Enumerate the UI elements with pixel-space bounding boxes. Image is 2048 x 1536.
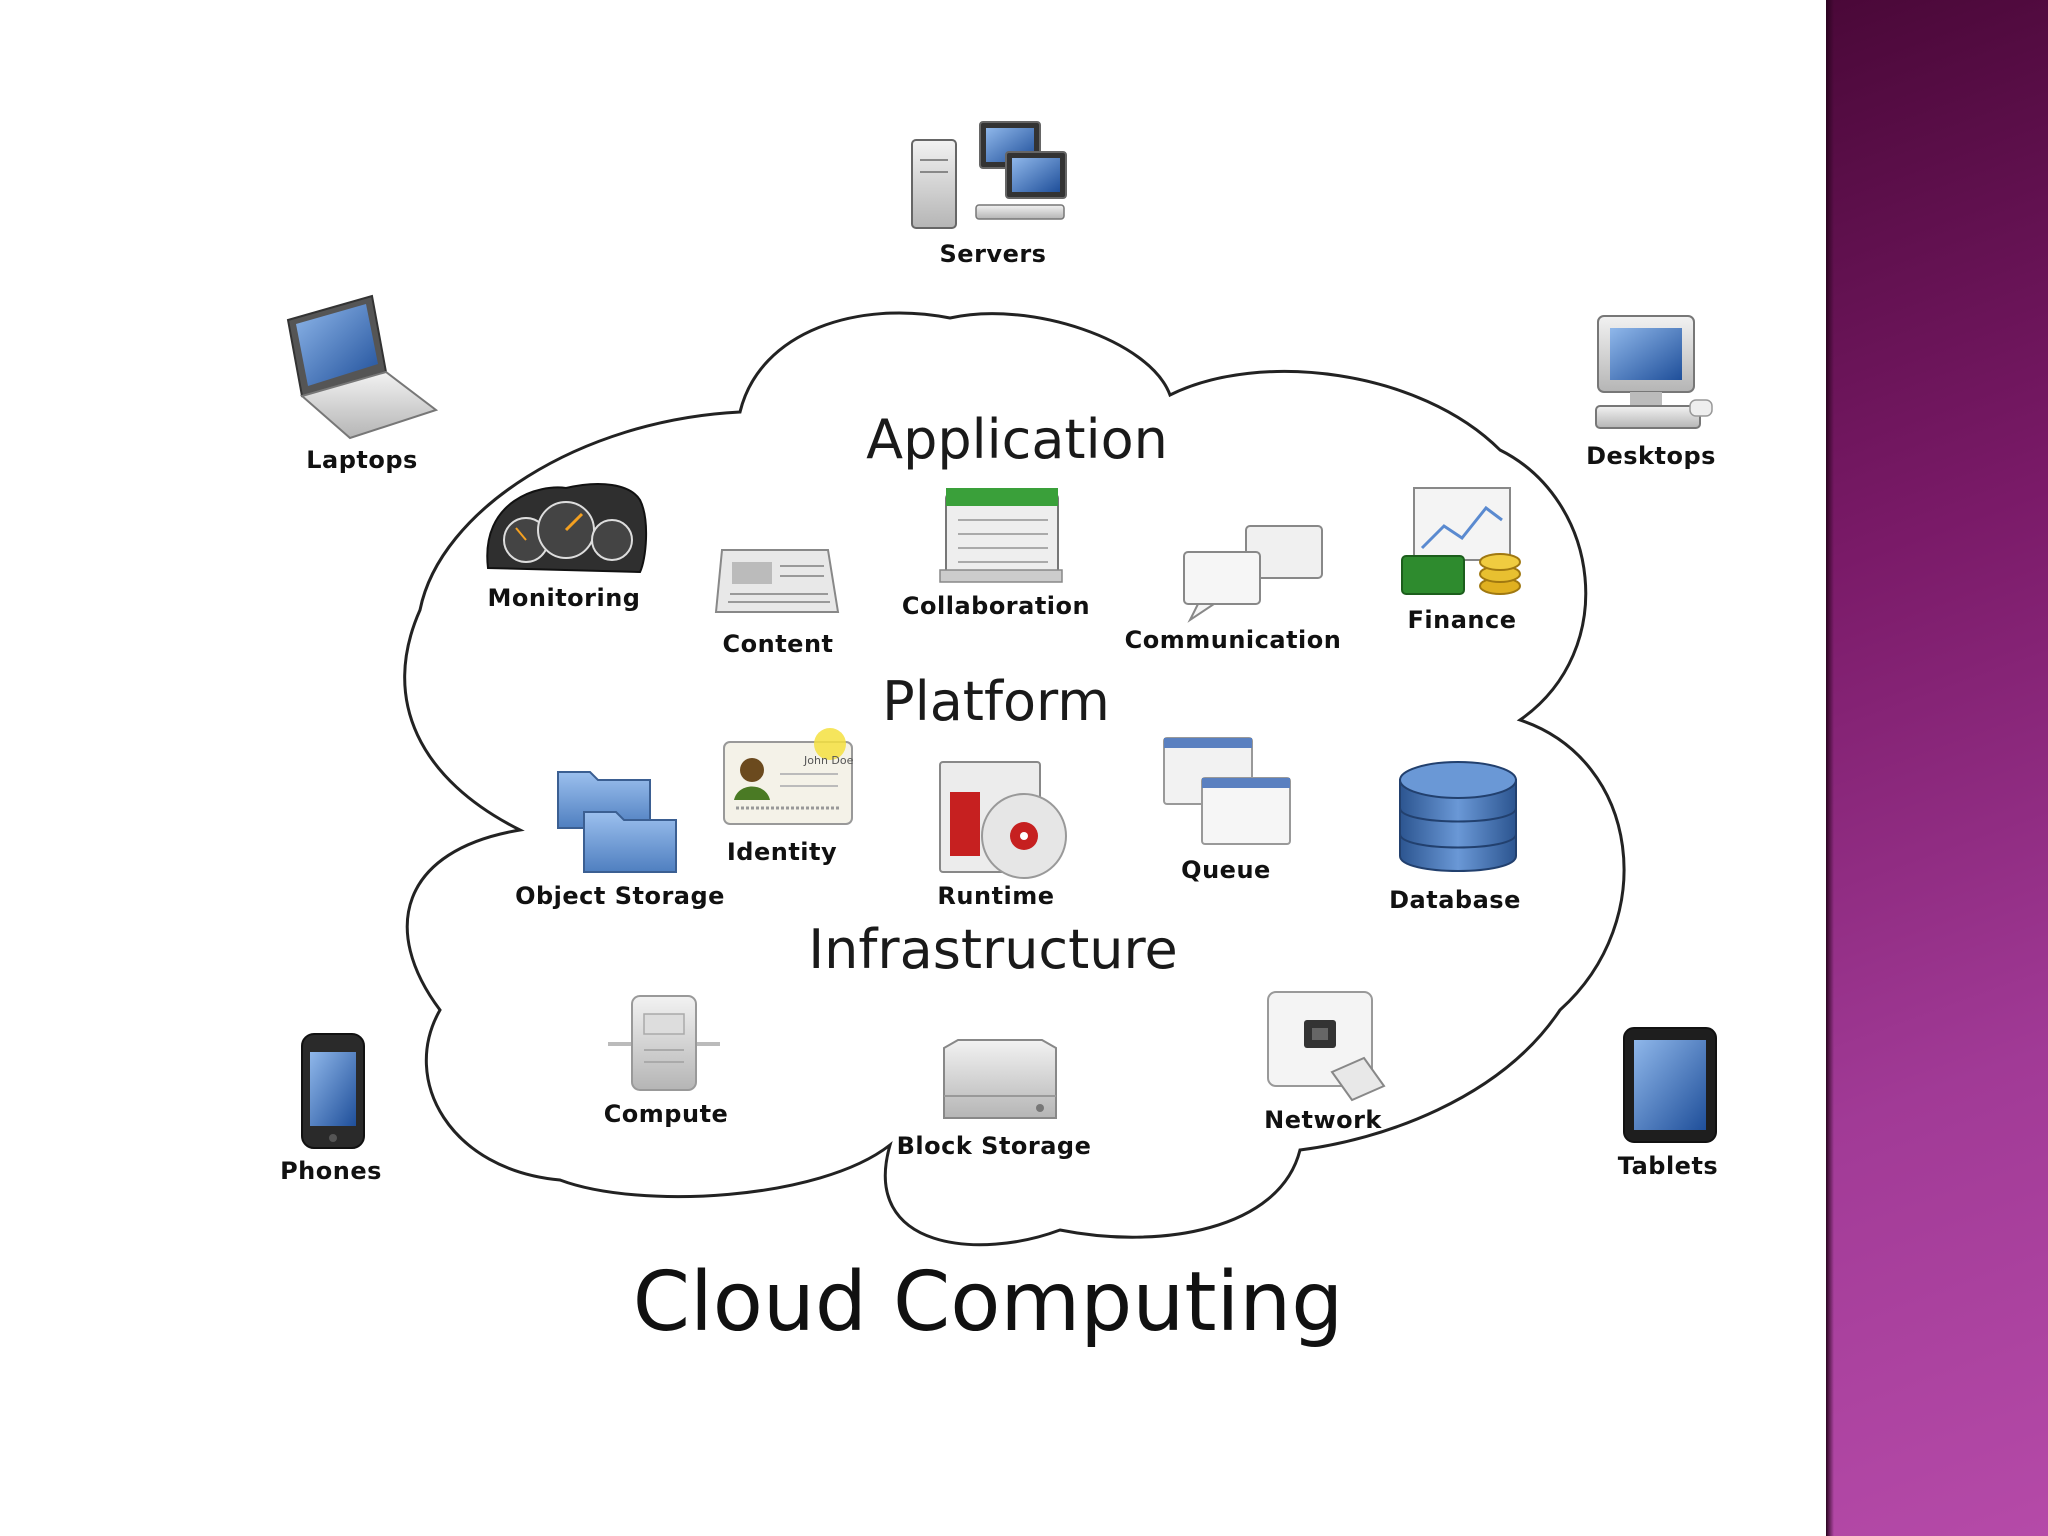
layer-title-platform: Platform	[882, 670, 1110, 733]
communication-label: Communication	[1124, 626, 1342, 654]
decorative-side-bar	[1826, 0, 2048, 1536]
phones-label: Phones	[280, 1157, 382, 1185]
runtime-label: Runtime	[937, 882, 1055, 910]
monitoring-label: Monitoring	[487, 584, 641, 612]
database-icon	[1399, 761, 1517, 872]
servers-icon	[911, 121, 1067, 229]
queue-windows-icon	[1163, 737, 1291, 845]
communication-bubbles-icon	[1183, 525, 1323, 623]
database-label: Database	[1389, 886, 1521, 914]
object-storage-label: Object Storage	[515, 882, 725, 910]
servers-label: Servers	[939, 240, 1047, 268]
finance-label: Finance	[1407, 606, 1517, 634]
layer-title-application: Application	[866, 408, 1168, 471]
tablets-label: Tablets	[1617, 1152, 1719, 1180]
desktop-icon	[1595, 315, 1713, 429]
block-storage-disk-icon	[943, 1039, 1057, 1119]
identity-label: Identity	[726, 838, 838, 866]
content-newspaper-icon	[714, 549, 840, 613]
laptop-icon	[286, 294, 439, 440]
identity-card-icon	[723, 728, 853, 825]
desktops-label: Desktops	[1586, 442, 1716, 470]
network-socket-icon	[1267, 991, 1386, 1102]
content-label: Content	[722, 630, 834, 658]
finance-chart-icon	[1401, 487, 1521, 595]
collaboration-calendar-icon	[939, 488, 1063, 583]
tablet-icon	[1623, 1027, 1717, 1143]
identity-card-name: John Doe	[803, 754, 854, 767]
layer-title-infrastructure: Infrastructure	[808, 918, 1178, 981]
compute-server-icon	[608, 995, 720, 1091]
queue-label: Queue	[1181, 856, 1271, 884]
laptops-label: Laptops	[306, 446, 418, 474]
diagram-title: Cloud Computing	[632, 1255, 1344, 1350]
network-label: Network	[1264, 1106, 1382, 1134]
block-storage-label: Block Storage	[896, 1132, 1092, 1160]
phone-icon	[301, 1033, 365, 1149]
monitoring-gauge-icon	[486, 483, 648, 574]
object-storage-folders-icon	[557, 771, 677, 873]
compute-label: Compute	[603, 1100, 729, 1128]
collaboration-label: Collaboration	[901, 592, 1091, 620]
runtime-cd-icon	[939, 761, 1067, 879]
